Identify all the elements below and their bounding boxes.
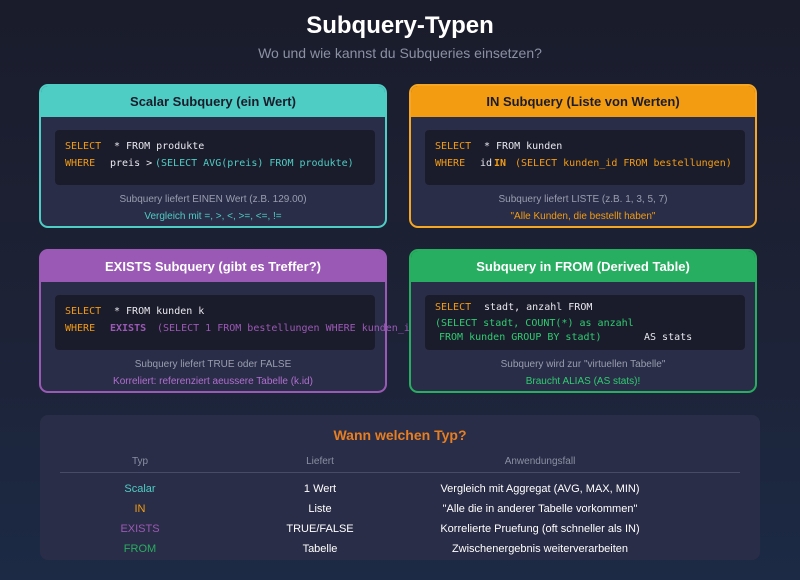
row-in-fall: "Alle die in anderer Tabelle vorkommen" — [442, 503, 638, 515]
code-text: * FROM produkte — [114, 141, 205, 152]
code-keyword: SELECT — [435, 141, 472, 152]
code-text: stadt, anzahl FROM — [484, 302, 593, 313]
code-text: preis > — [110, 158, 153, 169]
card-title: Subquery in FROM (Derived Table) — [411, 251, 755, 282]
code-subquery: (SELECT AVG(preis) FROM produkte) — [155, 158, 354, 169]
code-block: SELECT * FROM kunden k WHERE EXISTS (SEL… — [55, 295, 416, 350]
column-header-typ: Typ — [131, 456, 149, 467]
card-title: Scalar Subquery (ein Wert) — [41, 86, 385, 117]
code-block: SELECT * FROM produkte WHERE preis > (SE… — [55, 130, 375, 185]
code-keyword: WHERE — [435, 158, 466, 169]
code-keyword-exists: EXISTS — [110, 323, 147, 334]
card-exists-subquery: EXISTS Subquery (gibt es Treffer?) SELEC… — [39, 249, 416, 393]
code-keyword-in: IN — [494, 158, 507, 169]
header-divider — [60, 472, 740, 473]
row-in-typ: IN — [134, 503, 146, 515]
card-title: IN Subquery (Liste von Werten) — [411, 86, 755, 117]
code-keyword: WHERE — [65, 323, 96, 334]
code-keyword: WHERE — [65, 158, 96, 169]
code-text: id — [480, 158, 493, 169]
row-exists-typ: EXISTS — [120, 523, 160, 535]
card-note: Subquery liefert EINEN Wert (z.B. 129.00… — [119, 194, 307, 205]
row-from-liefert: Tabelle — [302, 543, 338, 555]
code-subquery: FROM kunden GROUP BY stadt) — [439, 332, 602, 343]
card-from-subquery: Subquery in FROM (Derived Table) SELECT … — [409, 249, 757, 393]
card-hint: Korreliert: referenziert aeussere Tabell… — [113, 376, 313, 387]
summary-title: Wann welchen Typ? — [333, 427, 467, 443]
card-note: Subquery liefert LISTE (z.B. 1, 3, 5, 7) — [498, 194, 668, 205]
row-scalar-liefert: 1 Wert — [303, 483, 337, 495]
row-from-fall: Zwischenergebnis weiterverarbeiten — [451, 543, 629, 555]
column-header-anwendungsfall: Anwendungsfall — [504, 456, 576, 467]
code-keyword: SELECT — [435, 302, 472, 313]
code-subquery: (SELECT 1 FROM bestellungen WHERE kunden… — [157, 323, 416, 334]
code-block: SELECT * FROM kunden WHERE id IN (SELECT… — [425, 130, 745, 185]
column-header-liefert: Liefert — [306, 456, 334, 467]
code-alias: AS stats — [644, 332, 693, 343]
code-keyword: SELECT — [65, 141, 102, 152]
code-subquery: (SELECT kunden_id FROM bestellungen) — [515, 158, 732, 169]
code-subquery: (SELECT stadt, COUNT(*) as anzahl — [435, 318, 634, 329]
row-from-typ: FROM — [123, 543, 157, 555]
row-exists-liefert: TRUE/FALSE — [286, 523, 354, 535]
row-scalar-typ: Scalar — [124, 483, 156, 495]
card-hint: Braucht ALIAS (AS stats)! — [525, 376, 641, 387]
card-title: EXISTS Subquery (gibt es Treffer?) — [41, 251, 385, 282]
row-in-liefert: Liste — [308, 503, 332, 515]
page-title: Subquery-Typen — [306, 12, 494, 39]
code-block: SELECT stadt, anzahl FROM (SELECT stadt,… — [425, 295, 745, 350]
code-text: * FROM kunden k — [114, 306, 205, 317]
card-note: Subquery liefert TRUE oder FALSE — [134, 359, 292, 370]
card-note: Subquery wird zur "virtuellen Tabelle" — [500, 359, 666, 370]
summary-table: Wann welchen Typ? Typ Liefert Anwendungs… — [40, 415, 760, 560]
row-exists-fall: Korrelierte Pruefung (oft schneller als … — [440, 523, 640, 535]
card-in-subquery: IN Subquery (Liste von Werten) SELECT * … — [409, 84, 757, 228]
page-subtitle: Wo und wie kannst du Subqueries einsetze… — [258, 45, 542, 61]
code-text: * FROM kunden — [484, 141, 563, 152]
card-scalar-subquery: Scalar Subquery (ein Wert) SELECT * FROM… — [39, 84, 387, 228]
code-keyword: SELECT — [65, 306, 102, 317]
row-scalar-fall: Vergleich mit Aggregat (AVG, MAX, MIN) — [440, 483, 640, 495]
card-hint: "Alle Kunden, die bestellt haben" — [510, 211, 656, 222]
card-hint: Vergleich mit =, >, <, >=, <=, != — [144, 211, 282, 222]
